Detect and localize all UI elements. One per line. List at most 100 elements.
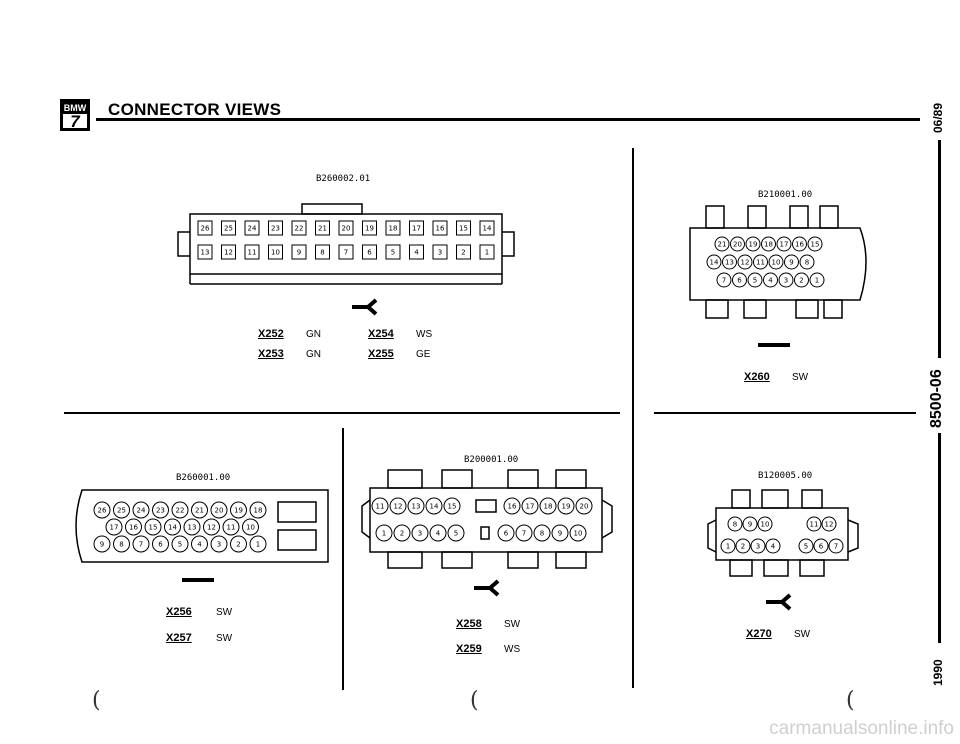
- pin-number: 5: [178, 541, 182, 549]
- connector-pin: [191, 501, 208, 519]
- side-rule-1: [938, 140, 941, 358]
- pin-number: 20: [342, 225, 351, 233]
- connector-pin: [761, 236, 776, 252]
- connector-pin: [315, 220, 330, 236]
- connector-pin: [497, 524, 515, 542]
- connector-pin: [230, 535, 247, 553]
- pin-number: 11: [227, 524, 236, 532]
- pin-number: 9: [297, 249, 301, 257]
- pin-number: 24: [137, 507, 146, 515]
- connector-pin: [375, 524, 393, 542]
- label-x254: X254: [368, 328, 394, 340]
- pin-number: 8: [119, 541, 123, 549]
- pin-number: 2: [236, 541, 240, 549]
- connector-pin: [113, 501, 130, 519]
- connector-pin: [268, 220, 283, 236]
- pin-number: 15: [448, 503, 457, 511]
- connector-pin: [806, 516, 822, 532]
- connector-pin: [152, 501, 169, 519]
- color-x258: SW: [504, 619, 521, 630]
- connector-pin: [432, 244, 448, 260]
- connector-pin: [242, 518, 259, 536]
- pin-number: 1: [815, 277, 819, 285]
- connector-pin: [113, 535, 130, 553]
- pin-number: 18: [764, 241, 773, 249]
- horizontal-divider-left: [64, 412, 620, 414]
- connector-pin: [132, 501, 150, 519]
- connector-pin: [362, 220, 377, 236]
- pin-number: 3: [418, 530, 422, 538]
- connector-pin: [291, 244, 307, 260]
- pin-number: 6: [504, 530, 509, 538]
- pin-number: 4: [436, 530, 441, 538]
- connector-pin: [362, 244, 377, 260]
- pin-number: 21: [318, 225, 327, 233]
- connector-pin: [221, 220, 236, 236]
- connector-pin: [727, 516, 743, 532]
- pin-number: 10: [772, 259, 781, 267]
- pin-number: 9: [789, 259, 793, 267]
- pin-number: 20: [215, 507, 224, 515]
- connector-pin: [809, 272, 825, 288]
- scan-mark: (: [92, 688, 101, 713]
- connector-pin: [778, 272, 794, 288]
- page-title: CONNECTOR VIEWS: [108, 100, 282, 119]
- pin-number: 4: [771, 543, 776, 551]
- horizontal-divider-right: [654, 412, 916, 414]
- connector-pin: [210, 501, 228, 519]
- pin-number: 8: [733, 521, 737, 529]
- vertical-divider-right: [632, 148, 634, 688]
- connector-pin: [765, 538, 781, 554]
- connector-pin: [551, 524, 569, 542]
- connector-pin: [732, 272, 747, 288]
- pin-number: 2: [741, 543, 745, 551]
- connector-pin: [569, 524, 587, 542]
- pin-number: 23: [271, 225, 280, 233]
- color-x270: SW: [794, 629, 811, 640]
- label-x270: X270: [746, 628, 772, 640]
- pin-number: 11: [756, 259, 765, 267]
- pin-number: 10: [246, 524, 255, 532]
- pin-number: 22: [176, 507, 185, 515]
- connector-pin: [716, 272, 732, 288]
- pin-number: 19: [562, 503, 571, 511]
- bmw-7-logo: BMW 7: [60, 99, 90, 131]
- pin-number: 7: [344, 249, 348, 257]
- connector-pin: [171, 501, 189, 519]
- color-x257: SW: [216, 633, 233, 644]
- color-x256: SW: [216, 607, 233, 618]
- connector-pin: [730, 236, 745, 252]
- connector-pin: [539, 497, 557, 515]
- connector-pin: [291, 220, 307, 236]
- pin-number: 21: [195, 507, 204, 515]
- connector-pin: [393, 524, 411, 542]
- label-x259: X259: [456, 643, 482, 655]
- pin-number: 20: [733, 241, 742, 249]
- pin-number: 13: [201, 249, 210, 257]
- pin-number: 9: [748, 521, 752, 529]
- connector-pin: [409, 244, 424, 260]
- connector-pin: [409, 220, 424, 236]
- connector-pin: [411, 524, 429, 542]
- label-x256: X256: [166, 606, 192, 618]
- pin-number: 2: [799, 277, 803, 285]
- pin-number: 11: [248, 249, 257, 257]
- pin-number: 1: [726, 543, 730, 551]
- pin-number: 12: [394, 503, 403, 511]
- pin-number: 8: [320, 249, 324, 257]
- pin-number: 12: [741, 259, 750, 267]
- connector-pin: [479, 244, 495, 260]
- connector-pin: [338, 220, 354, 236]
- pin-number: 5: [804, 543, 808, 551]
- pin-number: 7: [834, 543, 838, 551]
- connector-pin: [191, 535, 208, 553]
- color-x254: WS: [416, 329, 433, 340]
- color-x255: GE: [416, 349, 431, 360]
- header-rule: [96, 118, 920, 121]
- pin-number: 13: [725, 259, 734, 267]
- pin-number: 3: [756, 543, 760, 551]
